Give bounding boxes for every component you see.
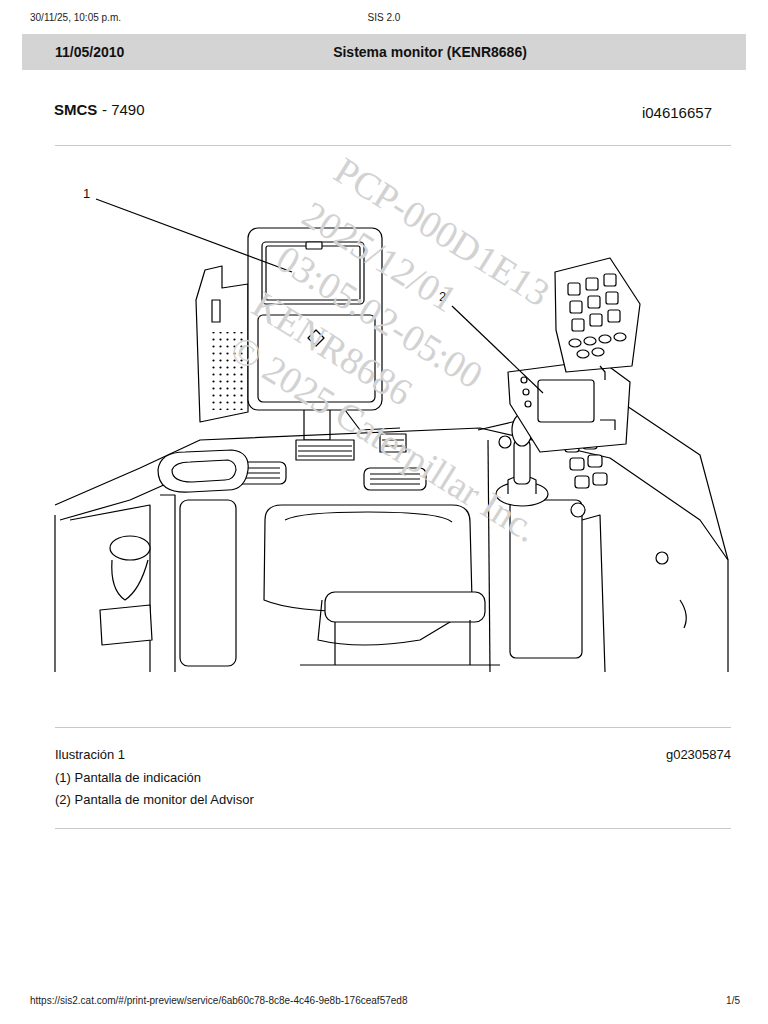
document-date: 11/05/2010 bbox=[55, 44, 124, 61]
leader-line bbox=[96, 199, 292, 272]
figure-label: Ilustración 1 bbox=[55, 747, 125, 763]
divider-rule bbox=[55, 145, 731, 146]
figure-key: (2) Pantalla de monitor del Advisor bbox=[55, 792, 254, 808]
page-number: 1/5 bbox=[726, 995, 740, 1007]
graphic-id: g02305874 bbox=[666, 747, 731, 763]
divider-rule bbox=[55, 828, 731, 829]
page-url: https://sis2.cat.com/#/print-preview/ser… bbox=[30, 995, 407, 1007]
divider-rule bbox=[55, 727, 731, 728]
app-name: SIS 2.0 bbox=[368, 12, 401, 24]
callout-number: 1 bbox=[83, 186, 90, 202]
smcs-label: SMCS bbox=[54, 101, 97, 119]
print-date: 30/11/25, 10:05 p.m. bbox=[30, 12, 121, 24]
info-id: i04616657 bbox=[642, 104, 712, 122]
page-title: Sistema monitor (KENR8686) bbox=[333, 44, 527, 61]
figure-key: (1) Pantalla de indicación bbox=[55, 770, 201, 786]
smcs-code: - 7490 bbox=[102, 101, 145, 119]
